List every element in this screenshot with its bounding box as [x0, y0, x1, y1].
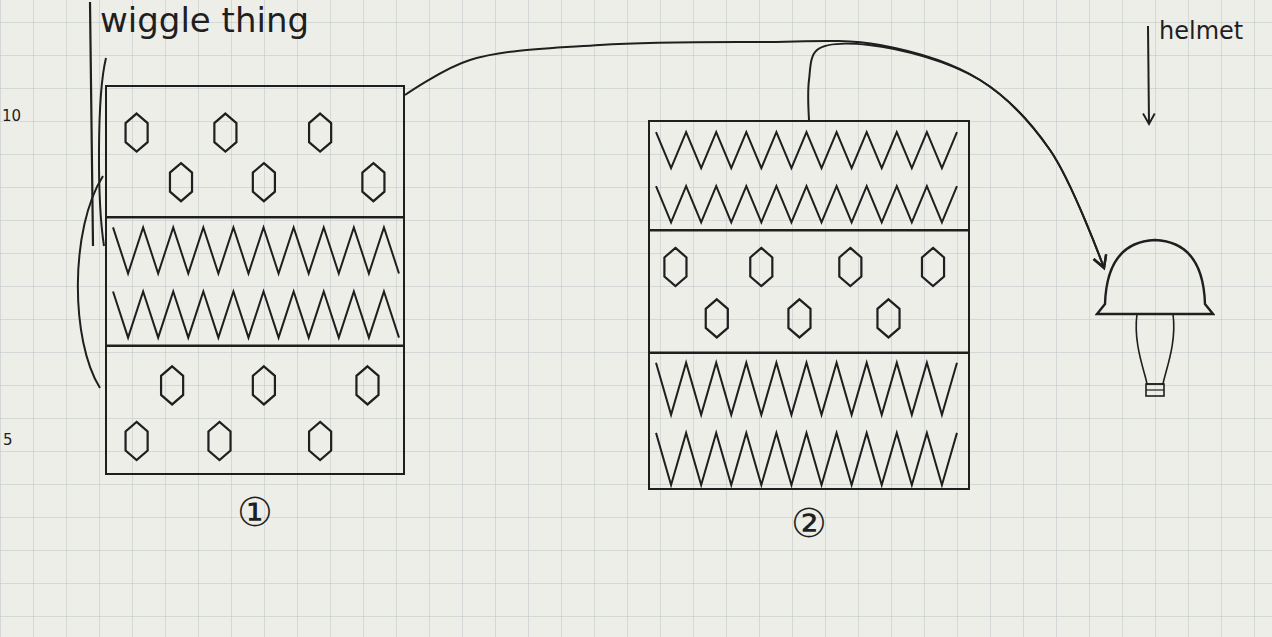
hexagon-cell [706, 299, 728, 337]
stack-outline [648, 120, 970, 490]
hexagon-cell [664, 248, 686, 286]
hexagon-cell [170, 163, 192, 201]
hexagon-cell [208, 422, 230, 460]
helmet-head [1136, 314, 1174, 384]
hexagon-cell [253, 163, 275, 201]
hexagon-cell [356, 366, 378, 404]
helmet-base [1146, 389, 1164, 390]
stack-outline [105, 85, 405, 475]
hexagon-cell [126, 114, 148, 152]
zigzag-layer [656, 186, 957, 222]
helmet-outline [1095, 234, 1215, 409]
hexagon-cell [839, 248, 861, 286]
stack-number: ② [648, 500, 970, 546]
line-number: 10 [2, 108, 21, 125]
helmet-label: helmet [1085, 18, 1243, 46]
layer-stack: ① [105, 85, 405, 535]
hexagon-cell [253, 366, 275, 404]
helmet-dome [1097, 240, 1213, 314]
layer-divider [650, 229, 968, 232]
layer-divider [107, 216, 403, 219]
hexagon-cell [214, 114, 236, 152]
hexagon-cell [750, 248, 772, 286]
layer-drawing [650, 122, 968, 488]
zigzag-layer [113, 227, 399, 273]
line-number: 5 [3, 432, 13, 449]
helmet-figure: helmet [1085, 18, 1265, 410]
hexagon-cell [362, 163, 384, 201]
helmet-base [1146, 384, 1164, 396]
hexagon-cell [161, 366, 183, 404]
zigzag-layer [656, 363, 957, 415]
stack-number: ① [105, 489, 405, 535]
zigzag-layer [656, 433, 957, 485]
connector-arrow [808, 44, 1104, 268]
bracket-curve [78, 176, 103, 388]
hexagon-cell [788, 299, 810, 337]
connector-arrow [405, 41, 1104, 268]
zigzag-layer [656, 132, 957, 168]
hexagon-cell [126, 422, 148, 460]
helmet-drawing [1095, 234, 1215, 409]
hexagon-cell [309, 422, 331, 460]
layer-divider [107, 344, 403, 347]
bracket-line [90, 2, 93, 246]
note-text: wiggle thing [100, 2, 309, 39]
hexagon-cell [922, 248, 944, 286]
leader-arrow [1148, 26, 1149, 124]
layer-divider [650, 351, 968, 354]
layer-drawing [107, 87, 403, 473]
hexagon-cell [309, 114, 331, 152]
layer-stack: ② [648, 120, 970, 546]
zigzag-layer [113, 292, 399, 338]
hexagon-cell [877, 299, 899, 337]
